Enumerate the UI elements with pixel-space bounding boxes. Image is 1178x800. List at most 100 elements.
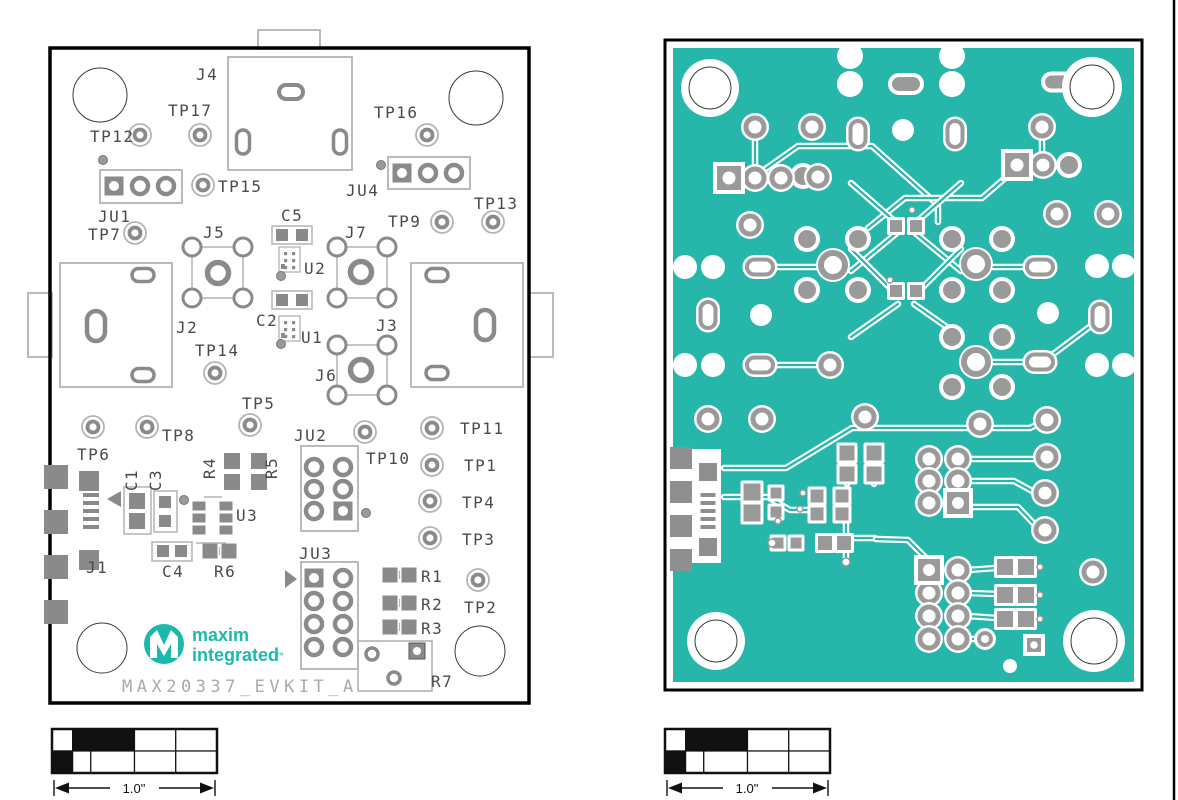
header-pin1-hole	[1030, 641, 1038, 649]
mounting-hole	[448, 70, 504, 126]
smd-pad-C5	[296, 229, 308, 241]
smd-pad-J1	[44, 555, 68, 579]
scale-label-right: 1.0"	[736, 781, 759, 796]
silk-label-R1: R1	[421, 567, 443, 586]
silk-label-J7: J7	[345, 223, 367, 242]
oval-ring-pad	[848, 119, 868, 149]
silk-label-J2: J2	[176, 318, 198, 337]
copper-layer-board	[663, 38, 1144, 692]
maxim-logo-word-2: integrated	[192, 645, 279, 665]
scale-cell	[746, 750, 790, 774]
oval-ring-pad	[1025, 257, 1055, 277]
smd-pad	[910, 285, 922, 297]
header-pin-pad-JU2	[303, 478, 325, 500]
silk-label-C3: C3	[146, 469, 165, 491]
header-pin-pad-JU3	[332, 590, 354, 612]
smd-pad-J1	[44, 510, 68, 534]
pin-pad-J6	[326, 334, 348, 356]
connector-pad-oval	[424, 266, 450, 284]
silk-label-TP14: TP14	[195, 341, 240, 360]
pin-pad	[1060, 156, 1078, 174]
mounting-hole-drill	[1070, 617, 1118, 665]
silk-label-R3: R3	[421, 619, 443, 638]
scale-cell	[72, 728, 136, 752]
annular-pad	[1030, 115, 1054, 139]
header-pin-pad-JU4	[417, 162, 439, 184]
copper-trace-core	[964, 479, 1036, 494]
silk-label-C1: C1	[122, 469, 141, 491]
board-name-text: MAX20337_EVKIT_A	[122, 677, 358, 697]
silk-label-U3: U3	[236, 506, 258, 525]
silk-label-C4: C4	[162, 562, 184, 581]
polarity-arrow-icon	[107, 491, 121, 507]
smd-pad-U3	[219, 513, 233, 523]
header-pin-pad-JU2	[332, 478, 354, 500]
smd-pad-U3	[219, 525, 233, 535]
pin-pad-J5	[181, 236, 203, 258]
via-pad	[673, 353, 697, 377]
silk-label-R5: R5	[262, 457, 281, 479]
smd-ball-U2	[292, 266, 296, 270]
annular-pad	[743, 166, 767, 190]
header-pin1-hole	[923, 564, 935, 576]
connector-pad-oval	[84, 308, 108, 344]
via-pad	[892, 119, 914, 141]
via-pad	[1085, 254, 1109, 278]
scale-bar-frame	[663, 727, 832, 775]
annular-pad	[818, 250, 848, 280]
copper-trace-core	[912, 230, 963, 273]
smd-pad-J1	[700, 525, 716, 529]
pin-pad	[798, 281, 816, 299]
test-point-hole-TP4	[422, 493, 438, 509]
smd-pad-J1	[670, 481, 692, 503]
annular-pad	[917, 604, 941, 628]
silk-label-TP3: TP3	[462, 530, 495, 549]
smd-pad	[997, 587, 1013, 603]
silk-label-TP16: TP16	[374, 103, 419, 122]
scale-arrowhead-left-icon	[55, 782, 69, 794]
via-pad	[673, 255, 697, 279]
component-outline-C2	[271, 290, 313, 310]
pin-pad-J7	[376, 287, 398, 309]
mounting-hole	[1063, 610, 1125, 672]
silk-label-TP2: TP2	[464, 598, 497, 617]
smd-pad-J1	[83, 493, 99, 497]
copper-trace-core	[966, 505, 1038, 528]
scale-cell	[51, 728, 74, 752]
smd-pad-J1	[670, 549, 692, 571]
pin-pad-J6	[376, 334, 398, 356]
annular-pad	[1045, 202, 1069, 226]
smd-pad-R6	[202, 543, 218, 559]
via-pad	[1112, 353, 1136, 377]
test-point-hole-TP16	[419, 127, 435, 143]
test-point-hole-TP1	[424, 457, 440, 473]
smd-ball-U1	[292, 335, 296, 339]
header-pin-pad-JU3	[332, 567, 354, 589]
oval-ring-pad	[745, 355, 775, 375]
test-point-hole-TP17	[192, 127, 208, 143]
connector-pad-oval	[130, 366, 156, 384]
smd-pad-R4	[224, 453, 240, 469]
smd-pad	[743, 504, 761, 522]
scale-cell	[685, 728, 749, 752]
header-pin-pad-JU3	[332, 636, 354, 658]
header-outline-JU4	[387, 156, 471, 190]
smd-pad-R3	[401, 619, 417, 635]
pin-pad-J7	[326, 287, 348, 309]
annular-pad	[1033, 518, 1057, 542]
scale-cell	[664, 750, 687, 774]
annular-pad	[977, 631, 993, 647]
via-pad	[939, 71, 965, 97]
fiducial-dot	[276, 271, 286, 281]
annular-pad	[946, 581, 970, 605]
board-outline-fill	[50, 48, 529, 703]
smd-pad-J1	[700, 509, 716, 513]
pin-pad	[943, 230, 961, 248]
annular-pad	[1081, 560, 1105, 584]
maxim-logo-m-glyph	[150, 630, 178, 658]
annular-pad	[961, 249, 991, 279]
micro-via	[1036, 615, 1044, 623]
connector-tab-J2	[27, 292, 53, 358]
header-outline-JU3	[300, 561, 359, 670]
copper-trace-core	[762, 144, 940, 224]
